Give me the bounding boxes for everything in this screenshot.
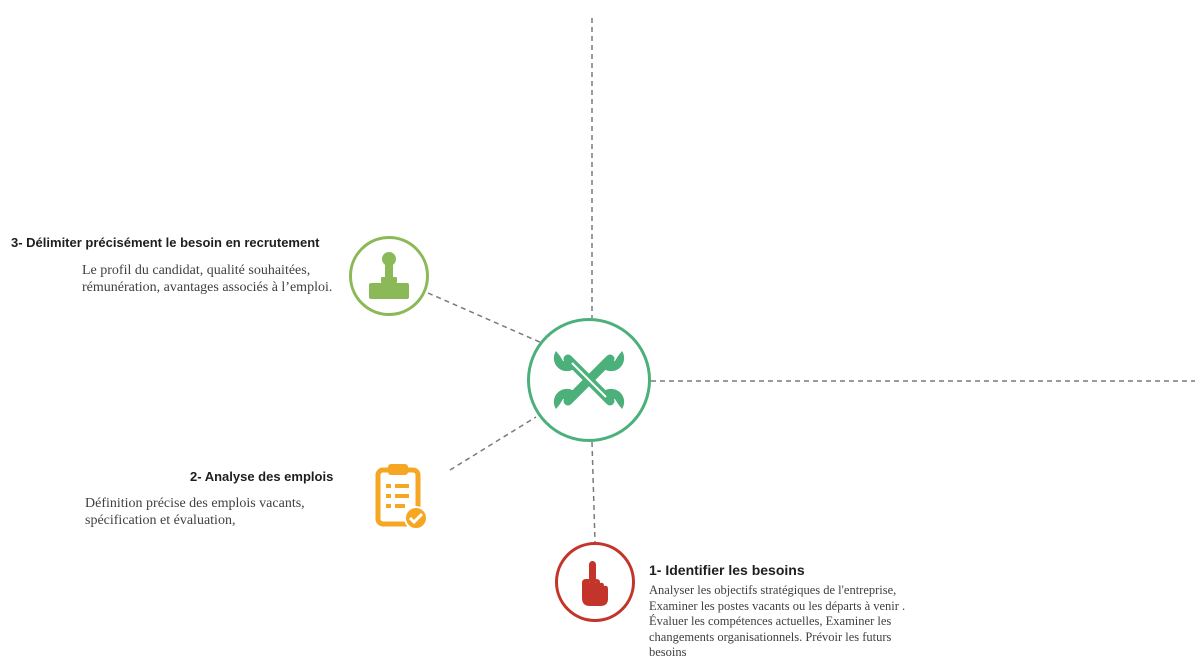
connector-step3: [427, 292, 543, 344]
step3-icon-circle: [349, 236, 429, 316]
clipboard-check-icon: [375, 464, 428, 530]
pointing-hand-icon: [582, 561, 608, 606]
step1-description: Analyser les objectifs stratégiques de l…: [649, 583, 906, 659]
connector-step2: [449, 416, 537, 471]
step1-title: 1- Identifier les besoins: [649, 562, 805, 578]
step1-icon-circle: [555, 542, 635, 622]
step3-description: Le profil du candidat, qualité souhaitée…: [82, 263, 333, 295]
joystick-icon: [369, 252, 409, 299]
wrench-cross-icon: [553, 351, 625, 409]
step3-title: 3- Délimiter précisément le besoin en re…: [11, 235, 320, 250]
step2-description: Définition précise des emplois vacants, …: [85, 496, 305, 528]
connector-step1: [591, 441, 596, 543]
step2-title: 2- Analyse des emplois: [190, 469, 334, 484]
center-hub: [527, 318, 651, 442]
